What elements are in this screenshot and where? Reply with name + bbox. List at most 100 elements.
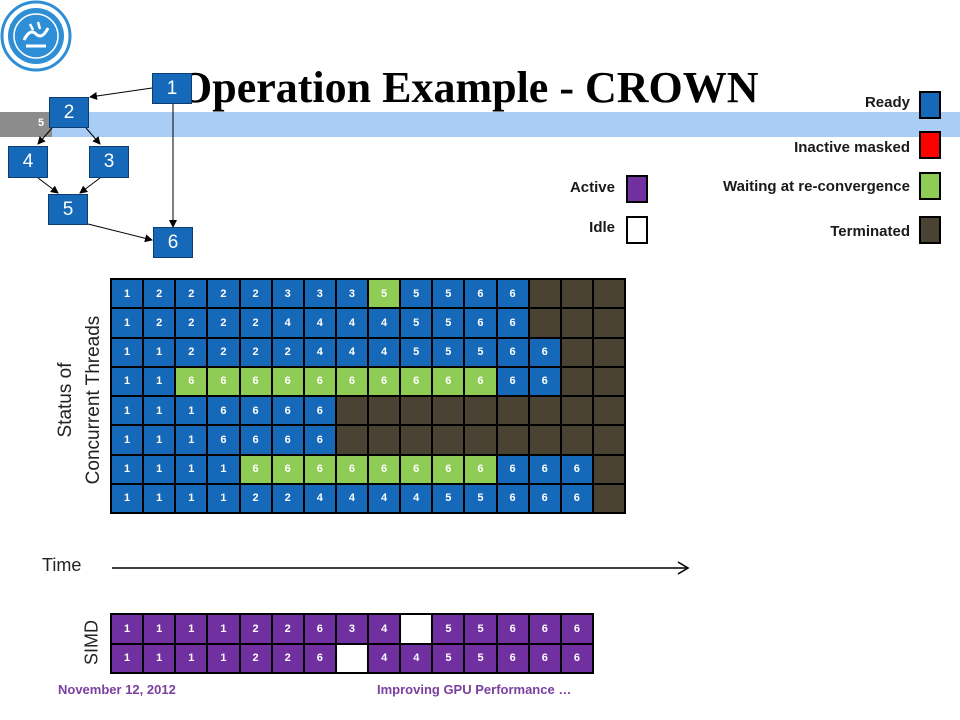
- simd_grid-cell-active: 4: [401, 644, 432, 672]
- status_grid-cell-ready: 4: [369, 484, 400, 512]
- status_grid-cell-ready: 2: [176, 280, 207, 308]
- status_grid-cell-ready: 3: [304, 280, 335, 308]
- status_grid-cell-ready: 2: [208, 309, 239, 337]
- status_grid-cell-ready: 6: [497, 309, 528, 337]
- status_grid-cell-waiting: 6: [433, 455, 464, 483]
- status-label-line1: Status of: [55, 362, 76, 438]
- simd_grid-cell-active: 1: [112, 615, 143, 643]
- status_grid-cell-ready: 3: [272, 280, 303, 308]
- status_grid-cell-ready: 6: [529, 455, 560, 483]
- status_grid-cell-terminated: [593, 309, 624, 337]
- status_grid-cell-ready: 5: [401, 280, 432, 308]
- status_grid-cell-ready: 1: [144, 455, 175, 483]
- footer-date: November 12, 2012: [58, 682, 176, 697]
- status_grid-cell-ready: 5: [433, 338, 464, 366]
- status_grid-cell-ready: 1: [144, 338, 175, 366]
- status_grid-cell-terminated: [561, 338, 592, 366]
- status_grid-cell-terminated: [529, 397, 560, 425]
- edge-4-5: [37, 177, 59, 194]
- simd_grid-cell-active: 2: [240, 644, 271, 672]
- flow-graph-edges: [37, 87, 177, 243]
- status_grid-cell-ready: 1: [112, 397, 143, 425]
- status_grid-cell-terminated: [593, 426, 624, 454]
- edge-3-5: [79, 177, 101, 194]
- status_grid-cell-waiting: 6: [465, 455, 496, 483]
- status_grid-cell-terminated: [593, 367, 624, 395]
- simd_grid-cell-active: 1: [144, 644, 175, 672]
- status_grid-cell-waiting: 6: [433, 367, 464, 395]
- status_grid-cell-terminated: [497, 397, 528, 425]
- simd_grid-cell-active: 6: [561, 615, 592, 643]
- legend-waiting-label: Waiting at re-convergence: [723, 178, 910, 195]
- status_grid-cell-waiting: 6: [240, 367, 271, 395]
- simd_grid-cell-active: 5: [433, 644, 464, 672]
- status-axis-label: Status of Concurrent Threads: [52, 300, 108, 500]
- status_grid-cell-terminated: [593, 455, 624, 483]
- status_grid-cell-ready: 6: [529, 338, 560, 366]
- simd_grid-cell-active: 6: [304, 615, 335, 643]
- flow-node-3: 3: [89, 146, 129, 178]
- status_grid-cell-waiting: 6: [208, 367, 239, 395]
- status_grid-cell-ready: 1: [176, 397, 207, 425]
- simd_grid-cell-active: 6: [529, 615, 560, 643]
- status_grid-cell-ready: 6: [240, 397, 271, 425]
- status_grid-cell-ready: 5: [401, 338, 432, 366]
- status_grid-cell-ready: 6: [465, 309, 496, 337]
- status_grid-cell-ready: 1: [112, 455, 143, 483]
- status_grid-cell-waiting: 6: [401, 455, 432, 483]
- status_grid-cell-ready: 6: [561, 484, 592, 512]
- status_grid-cell-waiting: 6: [176, 367, 207, 395]
- status_grid-cell-ready: 6: [272, 397, 303, 425]
- simd_grid-cell-active: 1: [176, 615, 207, 643]
- status_grid-cell-terminated: [336, 426, 367, 454]
- simd_grid-cell-active: 1: [176, 644, 207, 672]
- legend-ready-swatch: [919, 91, 941, 119]
- legend-waiting-swatch: [919, 172, 941, 200]
- status_grid-cell-ready: 2: [272, 338, 303, 366]
- status_grid-cell-ready: 4: [272, 309, 303, 337]
- legend-inactive-masked-label: Inactive masked: [794, 139, 910, 156]
- status_grid-cell-terminated: [433, 397, 464, 425]
- simd_grid-cell-active: 4: [369, 644, 400, 672]
- status_grid-cell-ready: 1: [176, 484, 207, 512]
- status_grid-cell-ready: 5: [465, 338, 496, 366]
- status_grid-cell-ready: 4: [336, 484, 367, 512]
- time-axis-label: Time: [42, 555, 82, 575]
- status_grid-cell-ready: 2: [176, 338, 207, 366]
- status_grid-cell-ready: 2: [176, 309, 207, 337]
- status_grid-cell-terminated: [593, 280, 624, 308]
- status_grid-cell-terminated: [593, 338, 624, 366]
- status_grid-cell-ready: 6: [561, 455, 592, 483]
- status_grid-cell-terminated: [561, 280, 592, 308]
- status_grid-cell-waiting: 6: [465, 367, 496, 395]
- status_grid-cell-ready: 2: [240, 338, 271, 366]
- status_grid-cell-ready: 4: [369, 309, 400, 337]
- status_grid-cell-ready: 4: [304, 309, 335, 337]
- simd_grid-cell-active: 5: [465, 615, 496, 643]
- simd_grid-cell-active: 1: [144, 615, 175, 643]
- status_grid-cell-ready: 6: [529, 484, 560, 512]
- status_grid-cell-ready: 1: [176, 455, 207, 483]
- simd_grid-cell-active: 1: [208, 615, 239, 643]
- simd-axis-label: SIMD: [81, 620, 102, 665]
- simd_grid-cell-active: 6: [561, 644, 592, 672]
- status_grid-cell-ready: 1: [112, 367, 143, 395]
- legend-idle-swatch: [626, 216, 648, 244]
- footer-topic: Improving GPU Performance …: [377, 682, 572, 697]
- page-title: Operation Example - CROWN: [178, 63, 759, 112]
- status_grid-cell-ready: 1: [144, 397, 175, 425]
- status_grid-cell-terminated: [561, 309, 592, 337]
- legend-inactive-masked-swatch: [919, 131, 941, 159]
- status_grid-cell-terminated: [369, 426, 400, 454]
- status_grid-cell-ready: 4: [369, 338, 400, 366]
- edge-2-3: [85, 127, 101, 145]
- status_grid-cell-ready: 1: [208, 455, 239, 483]
- status_grid-cell-terminated: [465, 426, 496, 454]
- status_grid-cell-waiting: 6: [272, 367, 303, 395]
- status_grid-cell-ready: 4: [304, 484, 335, 512]
- status_grid-cell-ready: 1: [208, 484, 239, 512]
- status_grid-cell-ready: 1: [176, 426, 207, 454]
- status_grid-cell-waiting: 6: [304, 367, 335, 395]
- simd_grid-cell-active: 5: [433, 615, 464, 643]
